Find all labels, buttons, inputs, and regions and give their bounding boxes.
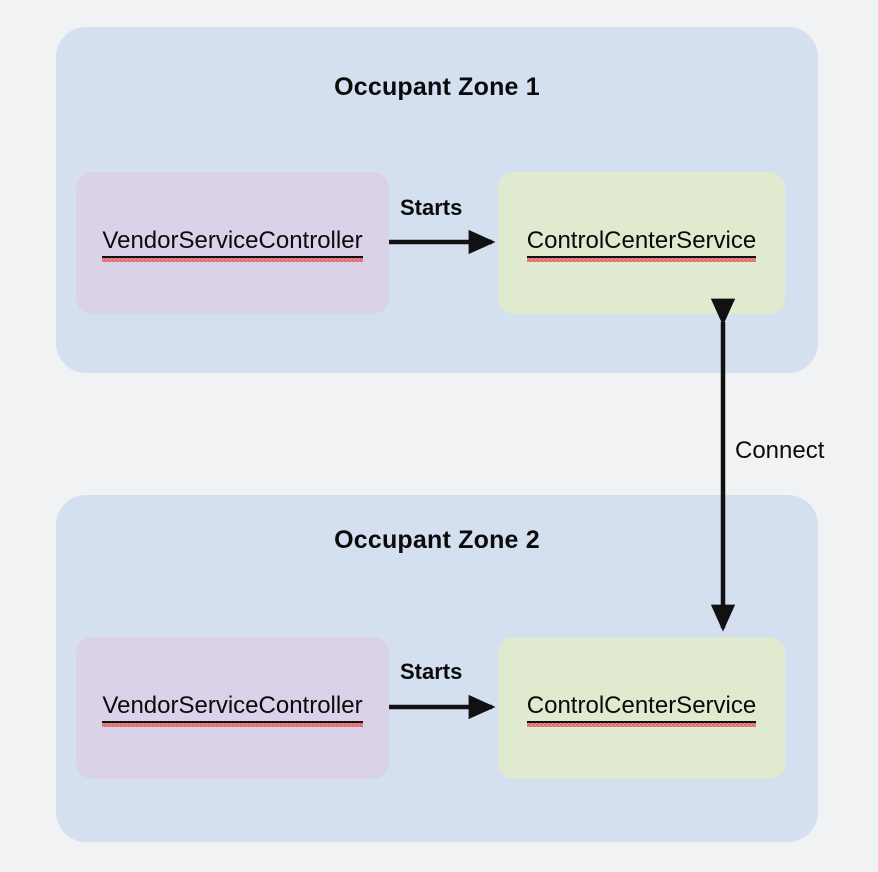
zone-title-1: Occupant Zone 1 bbox=[334, 73, 540, 101]
node-label: ControlCenterService bbox=[526, 693, 757, 727]
node-control-center-service-1[interactable]: ControlCenterService bbox=[498, 172, 785, 314]
node-control-center-service-2[interactable]: ControlCenterService bbox=[498, 637, 785, 779]
edge-label-starts-2: Starts bbox=[400, 659, 463, 684]
node-vendor-service-controller-2[interactable]: VendorServiceController bbox=[76, 637, 389, 779]
edge-label-connect: Connect bbox=[735, 437, 825, 464]
node-label: VendorServiceController bbox=[102, 693, 363, 727]
node-vendor-service-controller-1[interactable]: VendorServiceController bbox=[76, 172, 389, 314]
node-label: VendorServiceController bbox=[102, 228, 363, 262]
edge-label-starts-1: Starts bbox=[400, 195, 463, 220]
node-label: ControlCenterService bbox=[526, 228, 757, 262]
zone-title-2: Occupant Zone 2 bbox=[334, 526, 540, 554]
